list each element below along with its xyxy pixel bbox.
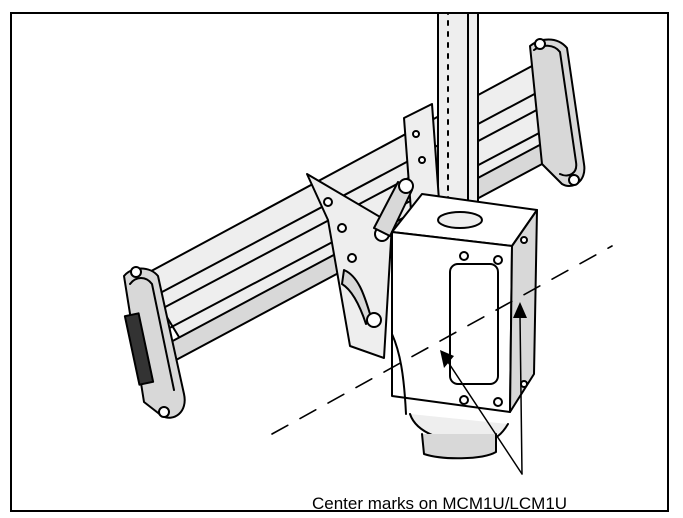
figure-frame: Center marks on MCM1U/LCM1U [10, 12, 669, 512]
right-end-cap [529, 38, 586, 187]
figure-caption: Center marks on MCM1U/LCM1U [312, 494, 568, 512]
tilt-plate [306, 173, 393, 359]
upper-bracket [373, 103, 441, 237]
center-box [391, 193, 538, 460]
mount-illustration [123, 14, 613, 475]
center-line [271, 245, 613, 435]
left-end-cap [123, 266, 186, 419]
arrowheads [440, 302, 527, 368]
pointer-arrows [447, 315, 523, 475]
